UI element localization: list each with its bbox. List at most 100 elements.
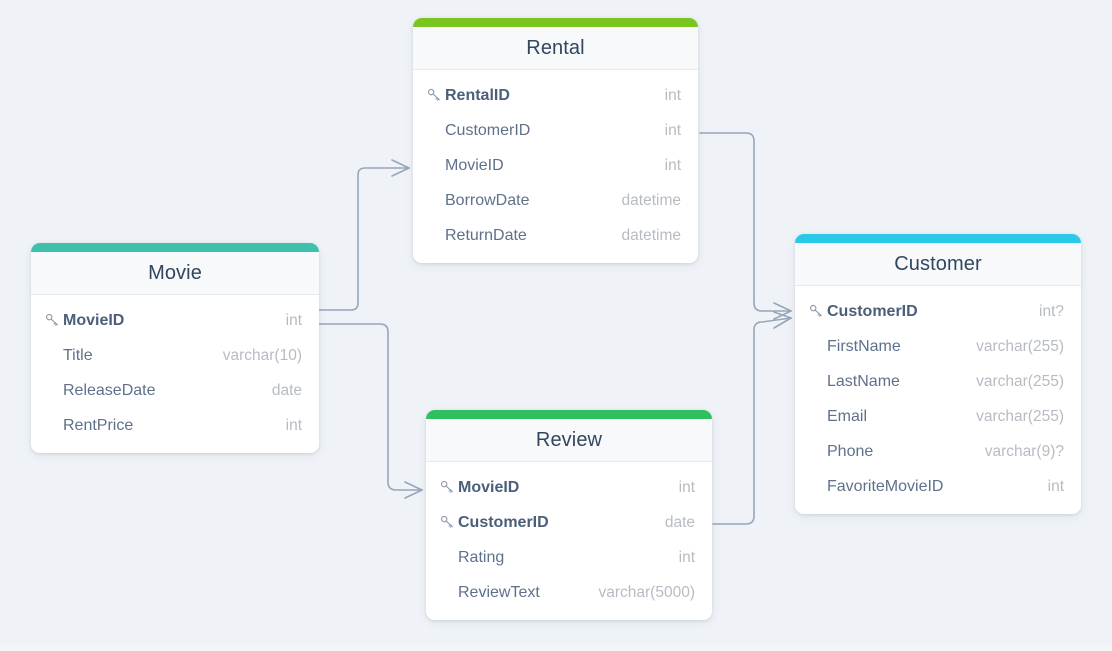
field-type: date xyxy=(664,513,695,531)
field-name: FavoriteMovieID xyxy=(827,477,944,495)
edge-movie-rental xyxy=(318,167,410,311)
field-type: varchar(10) xyxy=(222,346,302,364)
key-icon xyxy=(809,304,827,320)
key-icon-placeholder xyxy=(809,444,827,460)
field-name: CustomerID xyxy=(445,121,531,139)
key-icon xyxy=(440,515,458,531)
key-icon-placeholder xyxy=(440,585,458,601)
field-type: int xyxy=(1047,477,1064,495)
field-type: int xyxy=(678,548,695,566)
field-name: CustomerID xyxy=(458,513,549,531)
crowsfoot-customer-from-rental-b xyxy=(773,310,792,320)
field-type: int xyxy=(285,416,302,434)
entity-title: Movie xyxy=(31,252,319,295)
edge-movie-review xyxy=(318,323,423,491)
key-icon-placeholder xyxy=(809,339,827,355)
field-name: RentalID xyxy=(445,86,510,104)
field-row[interactable]: MovieID int xyxy=(426,470,712,505)
entity-accent-bar xyxy=(795,234,1081,243)
key-icon-placeholder xyxy=(427,193,445,209)
field-name: MovieID xyxy=(458,478,520,496)
key-icon-placeholder xyxy=(45,383,63,399)
field-row[interactable]: MovieID int xyxy=(31,303,319,338)
field-name: FirstName xyxy=(827,337,901,355)
field-row[interactable]: RentalID int xyxy=(413,78,698,113)
field-name: Phone xyxy=(827,442,874,460)
field-type: int xyxy=(285,311,302,329)
field-row[interactable]: FavoriteMovieID int xyxy=(795,469,1081,504)
key-icon-placeholder xyxy=(809,374,827,390)
field-type: datetime xyxy=(621,226,681,244)
field-type: varchar(5000) xyxy=(598,583,696,601)
field-name: RentPrice xyxy=(63,416,134,434)
field-row[interactable]: CustomerID int xyxy=(413,113,698,148)
field-type: varchar(9)? xyxy=(984,442,1064,460)
field-name: Title xyxy=(63,346,93,364)
field-row[interactable]: Email varchar(255) xyxy=(795,399,1081,434)
key-icon-placeholder xyxy=(427,158,445,174)
horizontal-scrollbar[interactable] xyxy=(0,644,1112,651)
field-name: ReleaseDate xyxy=(63,381,156,399)
field-name: MovieID xyxy=(63,311,125,329)
field-row[interactable]: ReturnDate datetime xyxy=(413,218,698,253)
crowsfoot-customer-from-review-b xyxy=(773,317,792,329)
field-type: date xyxy=(271,381,302,399)
crowsfoot-rental-movieid-a xyxy=(391,159,410,169)
field-name: BorrowDate xyxy=(445,191,530,209)
key-icon-placeholder xyxy=(45,418,63,434)
field-type: datetime xyxy=(621,191,681,209)
key-icon-placeholder xyxy=(45,348,63,364)
key-icon xyxy=(427,88,445,104)
crowsfoot-rental-movieid-b xyxy=(391,167,410,177)
field-row[interactable]: Title varchar(10) xyxy=(31,338,319,373)
edge-rental-customer xyxy=(699,132,792,312)
key-icon-placeholder xyxy=(809,409,827,425)
field-type: varchar(255) xyxy=(976,407,1064,425)
field-row[interactable]: CustomerID date xyxy=(426,505,712,540)
field-row[interactable]: LastName varchar(255) xyxy=(795,364,1081,399)
field-row[interactable]: FirstName varchar(255) xyxy=(795,329,1081,364)
entity-accent-bar xyxy=(413,18,698,27)
crowsfoot-review-movieid-b xyxy=(404,489,423,499)
field-type: int? xyxy=(1039,302,1064,320)
field-type: varchar(255) xyxy=(976,337,1064,355)
field-row[interactable]: Rating int xyxy=(426,540,712,575)
field-name: Rating xyxy=(458,548,505,566)
field-row[interactable]: Phone varchar(9)? xyxy=(795,434,1081,469)
field-type: int xyxy=(664,156,681,174)
entity-accent-bar xyxy=(426,410,712,419)
field-type: int xyxy=(664,121,681,139)
key-icon-placeholder xyxy=(427,123,445,139)
field-name: Email xyxy=(827,407,868,425)
crowsfoot-review-movieid-a xyxy=(404,481,423,491)
crowsfoot-customer-from-rental-a xyxy=(773,302,792,312)
field-type: varchar(255) xyxy=(976,372,1064,390)
field-row[interactable]: ReleaseDate date xyxy=(31,373,319,408)
entity-title: Customer xyxy=(795,243,1081,286)
field-type: int xyxy=(678,478,695,496)
entity-title: Review xyxy=(426,419,712,462)
entity-accent-bar xyxy=(31,243,319,252)
key-icon-placeholder xyxy=(427,228,445,244)
crowsfoot-customer-from-review-a xyxy=(773,311,792,319)
field-name: LastName xyxy=(827,372,900,390)
edge-review-customer xyxy=(712,317,792,525)
key-icon xyxy=(45,313,63,329)
field-row[interactable]: RentPrice int xyxy=(31,408,319,443)
field-row[interactable]: BorrowDate datetime xyxy=(413,183,698,218)
field-name: ReturnDate xyxy=(445,226,527,244)
key-icon xyxy=(440,480,458,496)
field-type: int xyxy=(664,86,681,104)
